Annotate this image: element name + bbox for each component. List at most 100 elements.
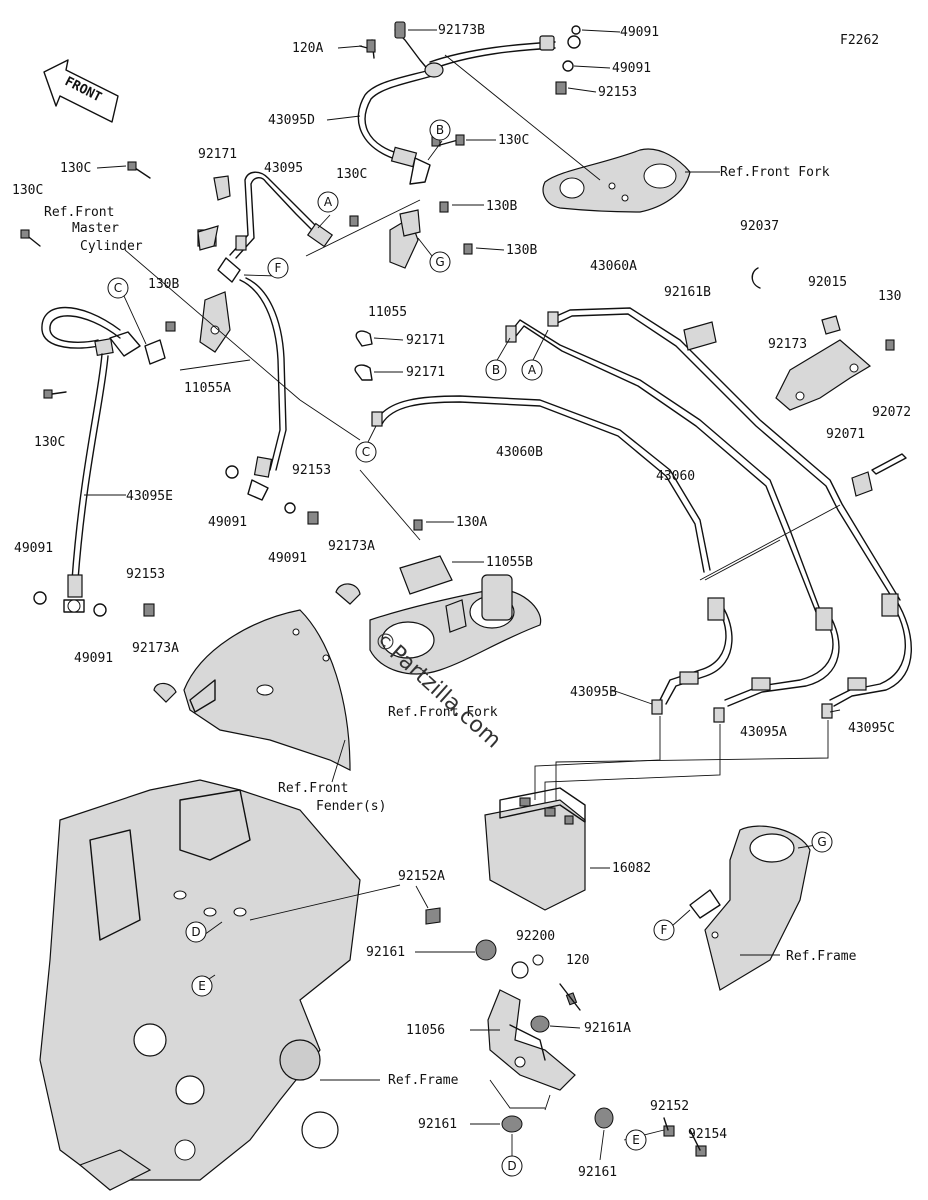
svg-text:D: D xyxy=(507,1159,516,1173)
right-brake-hose-f xyxy=(239,277,287,501)
label-92153: 92153 xyxy=(126,567,165,582)
label-130a: 130A xyxy=(456,515,487,530)
label-130c: 130C xyxy=(12,183,43,198)
caliper-bracket-11055a xyxy=(144,291,231,365)
label-92154: 92154 xyxy=(688,1127,727,1142)
label-92173b: 92173B xyxy=(438,23,485,38)
bracket-11056 xyxy=(470,961,576,1111)
callout-g1: G xyxy=(429,251,451,273)
bracket-92173 xyxy=(751,267,907,497)
callout-f2: F xyxy=(653,919,675,941)
label-92071: 92071 xyxy=(826,427,865,442)
label-130: 130 xyxy=(878,289,901,304)
label-92161: 92161 xyxy=(578,1165,617,1180)
label-92153: 92153 xyxy=(292,463,331,478)
label-11055: 11055 xyxy=(368,305,407,320)
label-43060a: 43060A xyxy=(590,259,637,274)
label-92200: 92200 xyxy=(516,929,555,944)
bolts xyxy=(20,81,895,1157)
label-130c: 130C xyxy=(498,133,529,148)
label-49091: 49091 xyxy=(14,541,53,556)
front-fork-upper-bracket xyxy=(444,54,720,213)
svg-text:B: B xyxy=(492,363,500,377)
label-92171: 92171 xyxy=(198,147,237,162)
label-43095: 43095 xyxy=(264,161,303,176)
ref-front-master-cylinder-line3: Cylinder xyxy=(80,239,143,254)
ref-front-master-cylinder-line2: Master xyxy=(72,221,119,236)
lower-fork-ref xyxy=(369,555,542,675)
label-92161: 92161 xyxy=(418,1117,457,1132)
clips-92171 xyxy=(213,175,373,381)
label-130c: 130C xyxy=(34,435,65,450)
lower-hose-43095c xyxy=(821,593,912,719)
svg-text:D: D xyxy=(191,925,200,939)
frame-ref-right xyxy=(689,825,811,991)
label-92161: 92161 xyxy=(366,945,405,960)
label-11056: 11056 xyxy=(406,1023,445,1038)
label-92161b: 92161B xyxy=(664,285,711,300)
svg-text:B: B xyxy=(436,123,444,137)
ref-frame-left: Ref.Frame xyxy=(388,1073,459,1088)
label-120a: 120A xyxy=(292,41,323,56)
washers xyxy=(33,25,581,617)
master-cylinder-clamp xyxy=(197,225,219,251)
label-43060b: 43060B xyxy=(496,445,543,460)
label-92161a: 92161A xyxy=(584,1021,631,1036)
svg-text:C: C xyxy=(362,445,370,459)
pipe-43060b xyxy=(371,395,711,573)
pipe-43060a xyxy=(547,307,901,605)
svg-text:A: A xyxy=(324,195,333,209)
label-43095d: 43095D xyxy=(268,113,315,128)
label-leaders xyxy=(84,29,841,1161)
brake-hose-43095d xyxy=(357,21,581,185)
svg-text:G: G xyxy=(817,835,826,849)
callout-d2: D xyxy=(501,1155,523,1177)
label-130b: 130B xyxy=(486,199,517,214)
callout-d1: D xyxy=(185,921,207,943)
callout-e1: E xyxy=(191,975,213,997)
label-92072: 92072 xyxy=(872,405,911,420)
svg-text:E: E xyxy=(198,979,206,993)
abs-unit-16082 xyxy=(484,787,610,911)
label-43095e: 43095E xyxy=(126,489,173,504)
clips-92173a xyxy=(153,583,361,703)
svg-text:F: F xyxy=(275,261,282,275)
svg-text:C: C xyxy=(114,281,122,295)
svg-text:E: E xyxy=(632,1133,640,1147)
ref-front-master-cylinder-line1: Ref.Front xyxy=(44,205,114,220)
label-92171: 92171 xyxy=(406,333,445,348)
bracket-11055 xyxy=(389,209,421,269)
label-130c: 130C xyxy=(336,167,367,182)
label-130c: 130C xyxy=(60,161,91,176)
svg-text:F: F xyxy=(661,923,668,937)
figure-code: F2262 xyxy=(840,33,879,48)
label-49091: 49091 xyxy=(620,25,659,40)
label-49091: 49091 xyxy=(208,515,247,530)
callout-c2: C xyxy=(355,441,377,463)
lower-hose-43095a xyxy=(713,607,840,723)
label-11055b: 11055B xyxy=(486,555,533,570)
label-130b: 130B xyxy=(506,243,537,258)
callout-e2: E xyxy=(625,1129,647,1151)
label-49091: 49091 xyxy=(612,61,651,76)
label-92171: 92171 xyxy=(406,365,445,380)
callout-b2: B xyxy=(485,359,507,381)
label-49091: 49091 xyxy=(74,651,113,666)
callout-a2: A xyxy=(521,359,543,381)
lower-hose-43095b xyxy=(651,597,733,715)
ref-front-fender-line2: Fender(s) xyxy=(316,799,386,814)
callout-a1: A xyxy=(317,191,339,213)
label-92173a: 92173A xyxy=(132,641,179,656)
label-92015: 92015 xyxy=(808,275,847,290)
ref-front-fork-lower: Ref.Front Fork xyxy=(388,705,498,720)
clamp-92161b xyxy=(683,321,717,351)
callout-b1: B xyxy=(429,119,451,141)
ref-front-fork-top: Ref.Front Fork xyxy=(720,165,830,180)
front-fender-ref xyxy=(183,609,351,783)
label-16082: 16082 xyxy=(612,861,651,876)
ref-front-fender-line1: Ref.Front xyxy=(278,781,348,796)
leader-lines xyxy=(124,199,841,806)
callout-c1: C xyxy=(107,277,129,299)
pipe-43060 xyxy=(505,319,821,613)
